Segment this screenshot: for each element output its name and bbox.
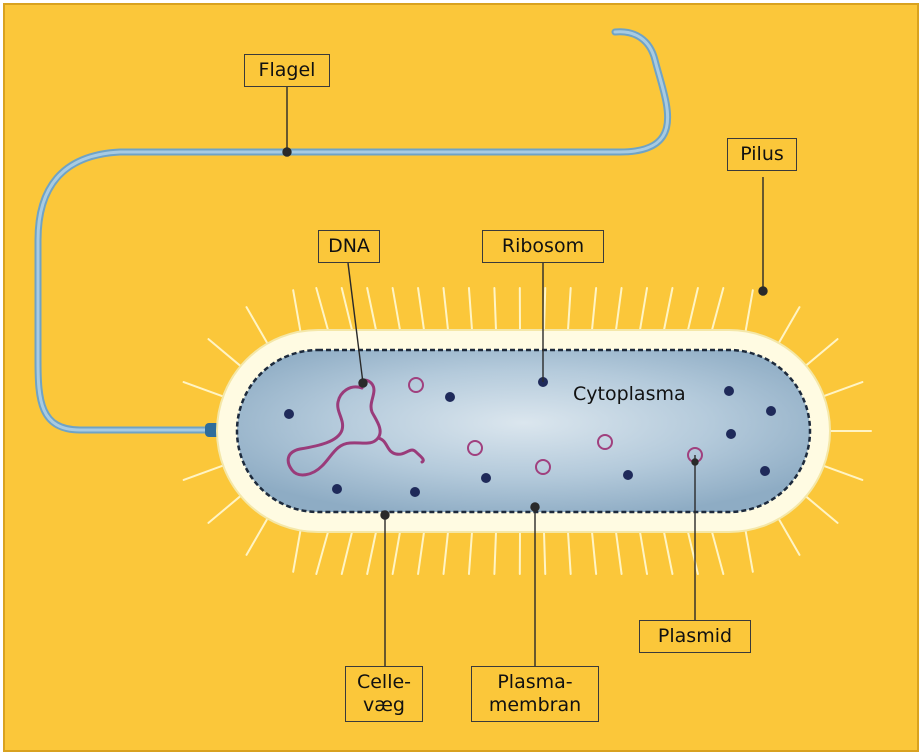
- dna-label-text: DNA: [319, 235, 379, 258]
- pilus-leader-dot: [759, 287, 767, 295]
- ribosome: [726, 429, 736, 439]
- flagel-label-text: Flagel: [245, 59, 329, 82]
- plasmid-label: Plasmid: [639, 620, 751, 653]
- cellevaeg-label-line2: væg: [346, 694, 422, 717]
- plasmamembran-label-line2: membran: [472, 694, 598, 717]
- pilus: [544, 288, 545, 330]
- ribosom-label-text: Ribosom: [483, 235, 603, 258]
- plasmid-label-text: Plasmid: [640, 625, 750, 648]
- pilus: [544, 532, 545, 574]
- cytoplasma-label: Cytoplasma: [573, 383, 686, 405]
- cytoplasm: [237, 350, 810, 512]
- ribosome: [724, 386, 734, 396]
- plasmamembran-label-line1: Plasma-: [472, 671, 598, 694]
- dna-label: DNA: [318, 230, 380, 263]
- pilus-label: Pilus: [727, 138, 797, 171]
- flagel-label: Flagel: [244, 54, 330, 87]
- ribosom-label: Ribosom: [482, 230, 604, 263]
- cellevaeg-label: Celle- væg: [345, 666, 423, 722]
- plasmamembran-leader-dot: [531, 503, 539, 511]
- dna-leader-dot: [359, 379, 367, 387]
- ribosome: [760, 466, 770, 476]
- ribosome: [445, 392, 455, 402]
- plasmamembran-label: Plasma- membran: [471, 666, 599, 722]
- ribosome: [623, 470, 633, 480]
- cellevaeg-leader-dot: [381, 511, 389, 519]
- ribosome: [284, 409, 294, 419]
- cellevaeg-label-line1: Celle-: [346, 671, 422, 694]
- pilus-label-text: Pilus: [728, 143, 796, 166]
- ribosome: [481, 473, 491, 483]
- ribosome: [410, 487, 420, 497]
- ribosome: [332, 484, 342, 494]
- ribosome: [766, 406, 776, 416]
- flagel-leader-dot: [283, 148, 291, 156]
- plasmid-leader-dot: [692, 459, 698, 465]
